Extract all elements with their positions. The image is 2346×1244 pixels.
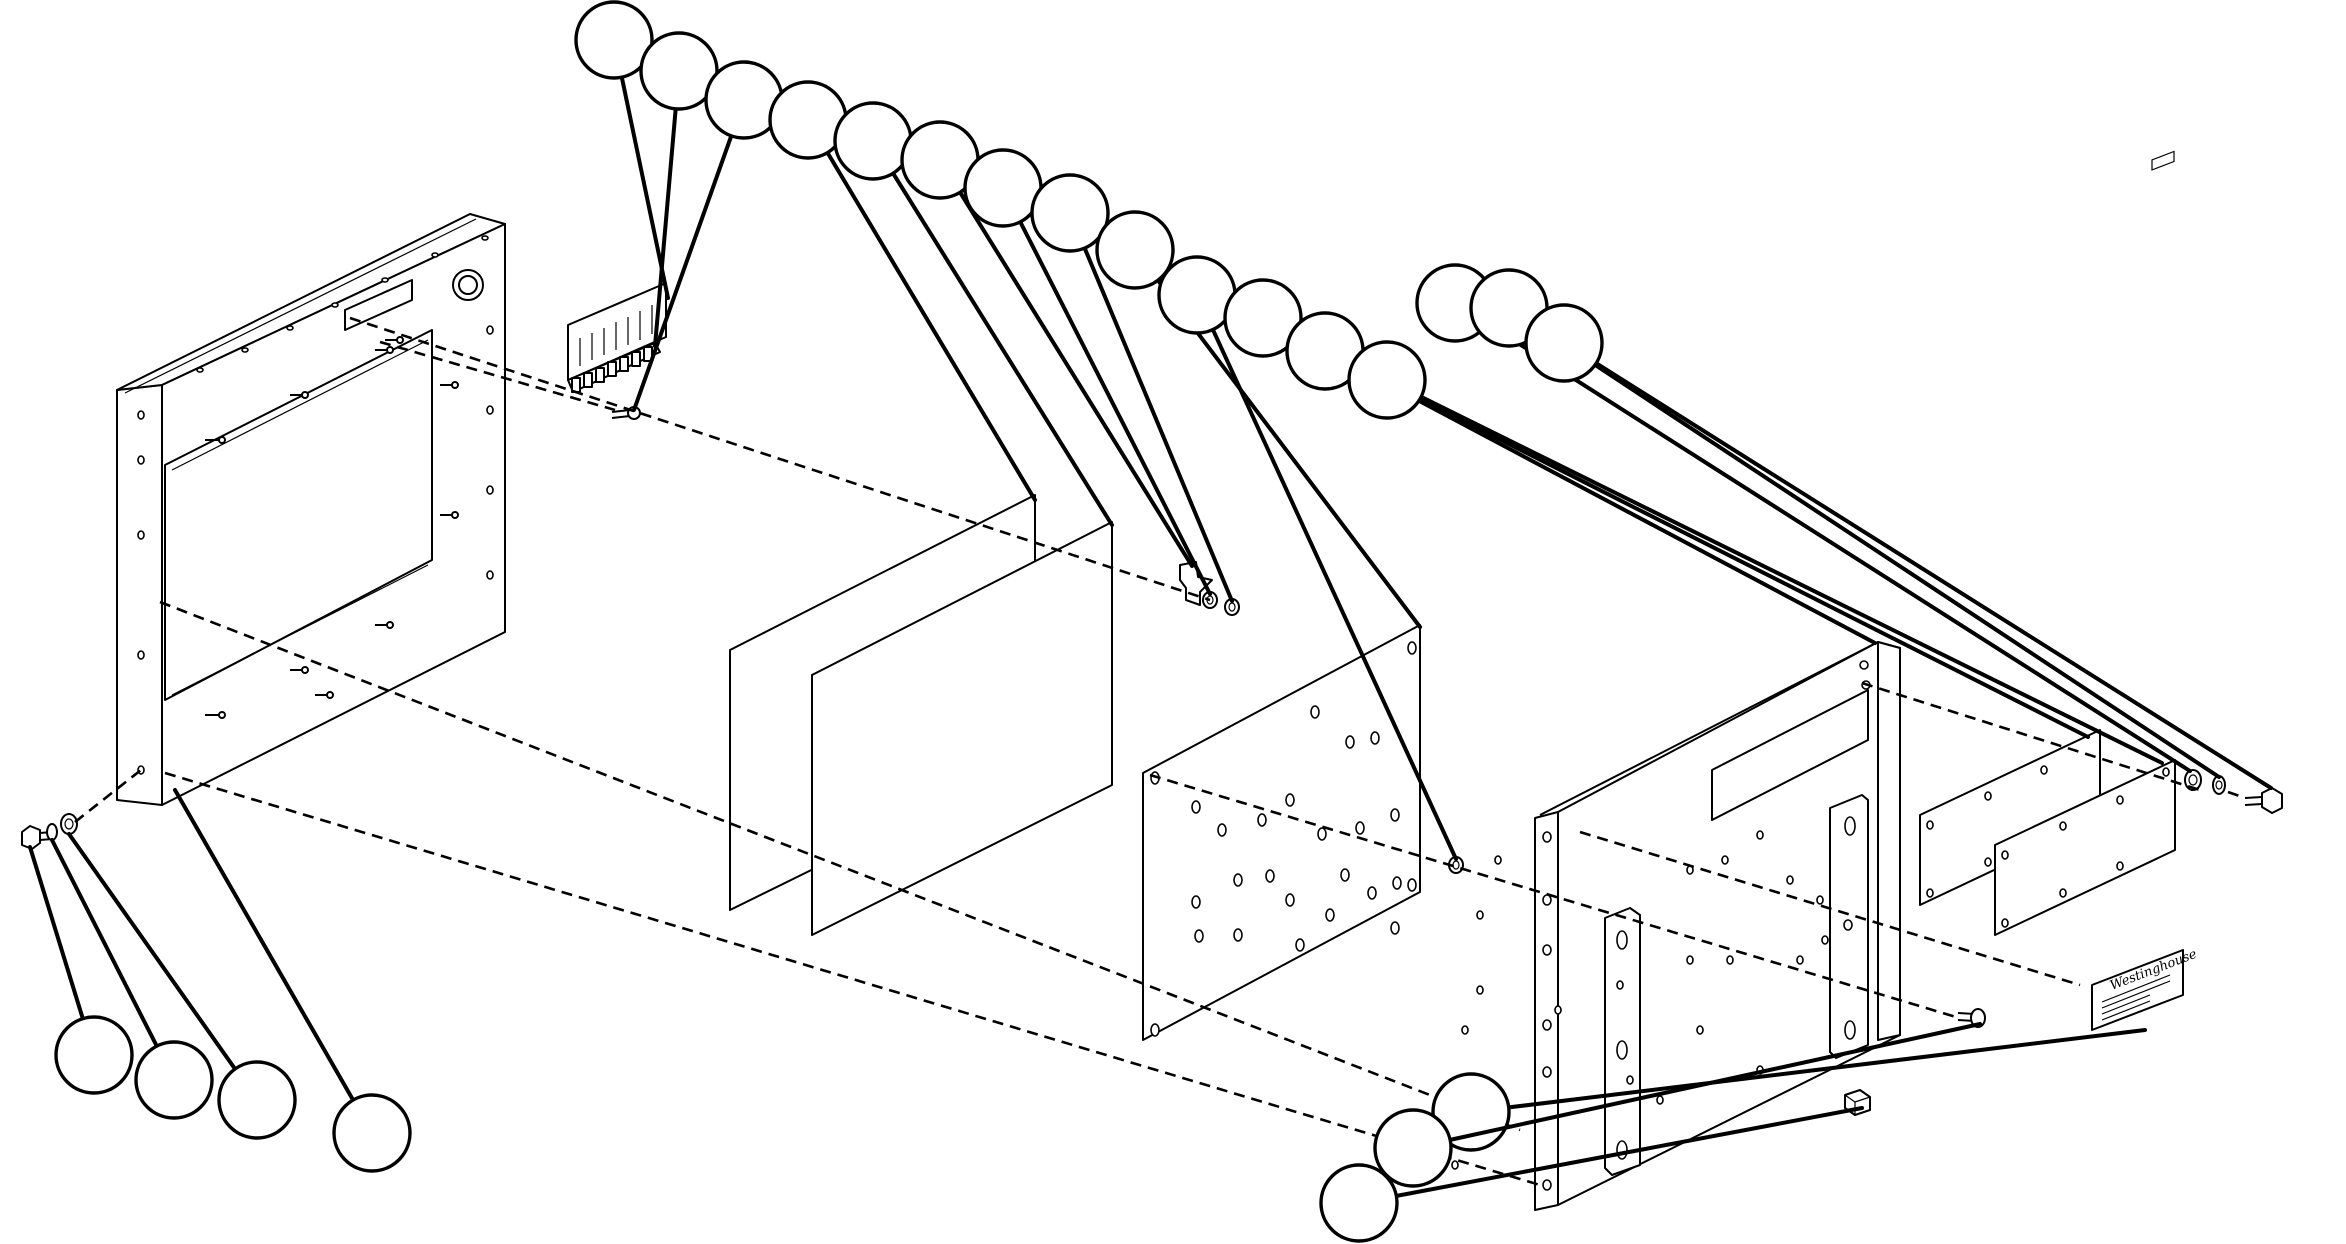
callout-balloon-shoulder-screw xyxy=(1373,1108,1453,1188)
callout-balloon-terminal-marker-strip xyxy=(574,0,654,80)
mounting-hole xyxy=(1317,827,1327,841)
name-plate: Westinghouse xyxy=(2091,150,2199,1031)
back-panel xyxy=(1142,624,1421,1041)
callout-balloon-insulation-sheet-rear xyxy=(833,101,913,181)
leader-line-cover-plate-front xyxy=(1356,366,2090,739)
terminal-marker-strip xyxy=(567,282,667,381)
leader-line-front-frame xyxy=(173,788,356,1103)
mounting-hole xyxy=(1233,873,1243,887)
mounting-hole xyxy=(1796,955,1804,965)
mounting-hole xyxy=(1340,868,1350,882)
leader-line-insulation-sheet-front xyxy=(825,150,1037,502)
front-frame xyxy=(116,213,506,806)
mounting-hole xyxy=(1476,985,1484,995)
mounting-hole xyxy=(1325,908,1335,922)
flat-washer-left xyxy=(60,813,78,835)
mounting-hole xyxy=(1686,955,1694,965)
mounting-hole xyxy=(1390,921,1400,935)
mounting-hole xyxy=(1476,910,1484,920)
leader-line-cover-plate-rear xyxy=(1419,394,2164,765)
mounting-hole xyxy=(1821,935,1829,945)
leader-line-nut-small xyxy=(1082,246,1234,603)
mounting-hole xyxy=(1217,823,1227,837)
mounting-hole xyxy=(1191,895,1201,909)
leader-line-insulation-sheet-rear xyxy=(891,171,1114,527)
mounting-hole xyxy=(1285,893,1295,907)
mounting-hole xyxy=(1756,830,1764,840)
mounting-hole xyxy=(1451,1160,1459,1170)
mounting-hole xyxy=(1656,1095,1664,1105)
washer-right xyxy=(2184,769,2202,791)
mounting-hole xyxy=(1721,855,1729,865)
callout-balloon-hex-bolt-left xyxy=(54,1015,134,1095)
callout-balloon-cover-plate-rear xyxy=(1347,340,1427,420)
callout-balloon-lock-washer-small xyxy=(963,148,1043,228)
callout-balloon-hex-bolt-right xyxy=(1524,303,1604,383)
mounting-hole xyxy=(1726,955,1734,965)
leader-line-spacer-block xyxy=(1394,1106,1864,1198)
mounting-hole xyxy=(1696,1025,1704,1035)
mounting-hole xyxy=(1345,735,1355,749)
mounting-hole xyxy=(1616,980,1624,990)
callout-balloon-nut-small xyxy=(1030,173,1110,253)
lock-washer-left xyxy=(46,823,58,841)
mounting-hole xyxy=(1257,813,1267,827)
mounting-hole xyxy=(1194,929,1204,943)
mounting-hole xyxy=(1392,876,1402,890)
mounting-hole xyxy=(1265,869,1275,883)
callout-balloon-back-panel xyxy=(1095,210,1175,290)
leader-line-back-panel xyxy=(1155,278,1422,629)
leader-line-shoulder-screw xyxy=(1448,1022,1982,1142)
mounting-hole xyxy=(1390,808,1400,822)
leader-line-lock-washer-small xyxy=(1018,219,1212,596)
leader-line-hex-bolt-left xyxy=(28,845,85,1021)
mounting-hole xyxy=(1626,1075,1634,1085)
leader-line-ground-lug xyxy=(958,190,1194,568)
mounting-hole xyxy=(1554,1005,1562,1015)
mounting-hole xyxy=(1407,878,1417,892)
mounting-hole xyxy=(1367,886,1377,900)
leader-line-lock-washer-left xyxy=(50,838,159,1049)
mounting-hole xyxy=(1233,928,1243,942)
leader-line-terminal-block xyxy=(653,106,678,348)
mounting-hole xyxy=(1150,1023,1160,1037)
callout-balloon-front-frame xyxy=(332,1093,412,1173)
insulation-sheet-rear xyxy=(811,521,1113,936)
mounting-hole xyxy=(1285,793,1295,807)
mounting-hole xyxy=(1816,895,1824,905)
leader-line-panel-standoff xyxy=(1210,327,1458,861)
terminal-block xyxy=(567,342,661,393)
callout-balloon-spacer-block xyxy=(1319,1163,1399,1243)
callout-balloon-enclosure-chassis xyxy=(1223,278,1303,358)
callout-balloon-lock-washer-left xyxy=(134,1040,214,1120)
leader-line-name-plate xyxy=(1506,1028,2147,1110)
hex-bolt-right xyxy=(2244,787,2283,814)
leader-line-terminal-marker-strip xyxy=(619,75,670,300)
leader-line-washer-right xyxy=(1485,321,2192,773)
mounting-hole xyxy=(1191,800,1201,814)
mounting-hole xyxy=(1370,731,1380,745)
leader-line-terminal-screw xyxy=(632,133,734,412)
leader-line-hex-bolt-right xyxy=(1594,361,2273,790)
enclosure-chassis xyxy=(1451,641,1901,1211)
leader-line-lock-washer-right xyxy=(1538,326,2221,779)
cover-plate-rear xyxy=(1994,759,2176,936)
callout-balloon-flat-washer-left xyxy=(217,1060,297,1140)
assembly-lines xyxy=(74,316,2246,1187)
mounting-hole xyxy=(1355,821,1365,835)
mounting-hole xyxy=(1461,1025,1469,1035)
mounting-hole xyxy=(1310,705,1320,719)
mounting-hole xyxy=(1407,641,1417,655)
mounting-hole xyxy=(1786,875,1794,885)
shoulder-screw xyxy=(1957,1008,1986,1028)
callout-balloons xyxy=(28,0,2273,1243)
mounting-hole xyxy=(1494,855,1502,865)
leader-line-flat-washer-left xyxy=(67,832,238,1071)
mounting-hole xyxy=(1295,938,1305,952)
